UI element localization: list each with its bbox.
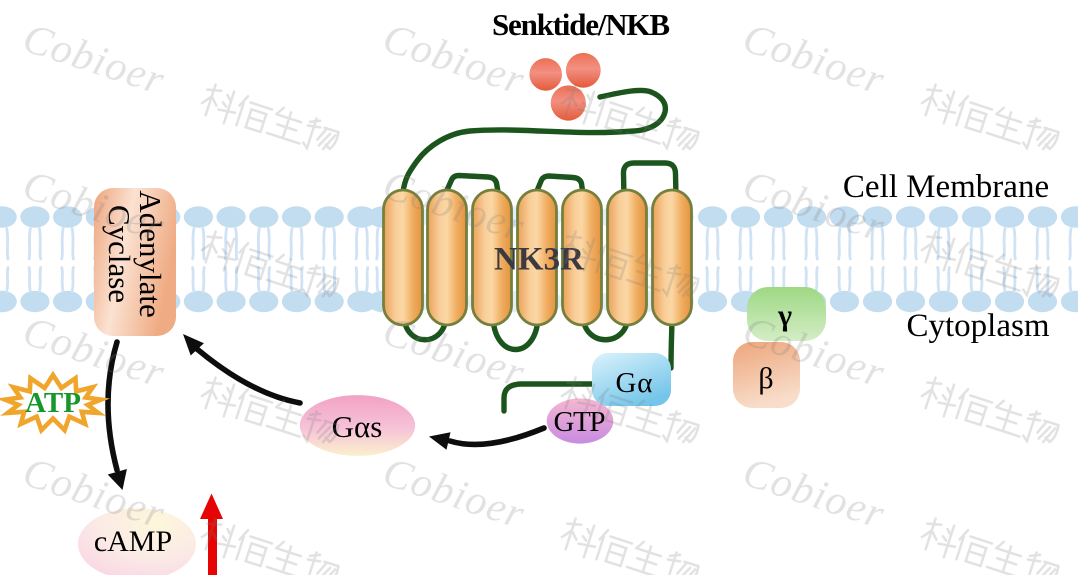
svg-text:Adenylate: Adenylate	[133, 190, 168, 317]
svg-text:GTP: GTP	[554, 406, 606, 438]
svg-text:Cell Membrane: Cell Membrane	[843, 169, 1049, 205]
svg-text:ATP: ATP	[25, 387, 81, 419]
svg-text:γ: γ	[777, 299, 792, 332]
svg-text:Cytoplasm: Cytoplasm	[906, 308, 1049, 344]
svg-text:β: β	[758, 362, 773, 395]
svg-text:Gα: Gα	[616, 367, 653, 399]
svg-text:Gαs: Gαs	[332, 409, 383, 444]
svg-text:Cyclase: Cyclase	[102, 205, 137, 303]
svg-text:Senktide/NKB: Senktide/NKB	[492, 7, 670, 42]
svg-text:cAMP: cAMP	[94, 525, 172, 558]
